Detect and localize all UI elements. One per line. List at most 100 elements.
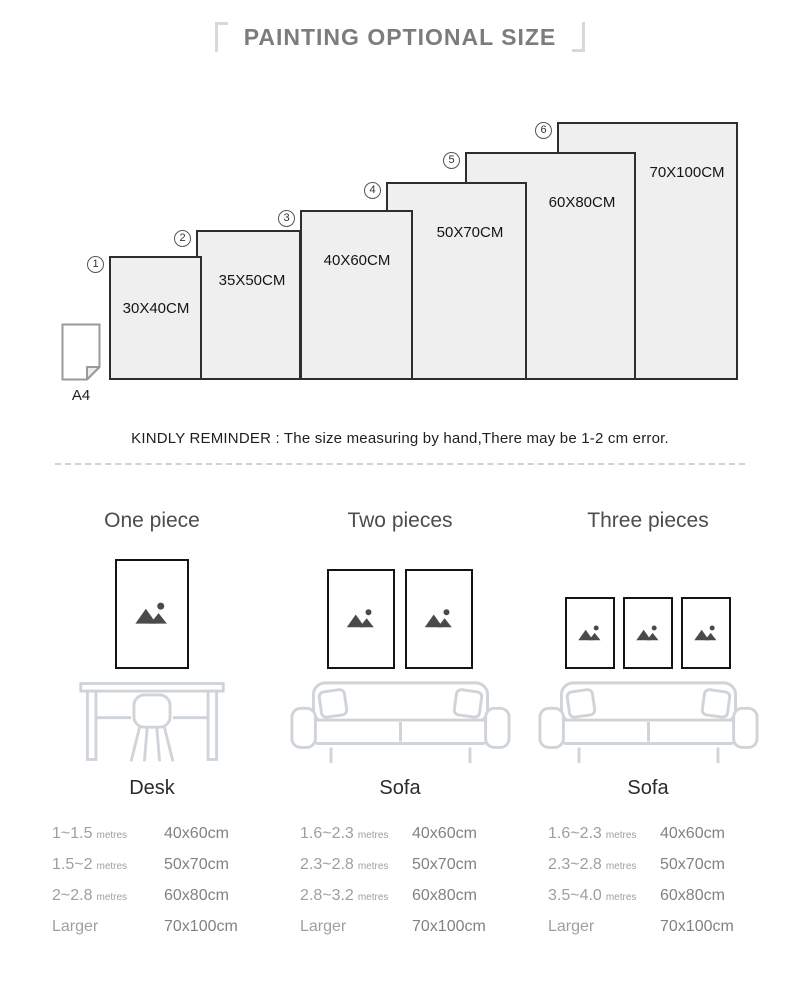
range-unit: metres xyxy=(605,830,637,841)
range-value: 3.5~4.0 xyxy=(548,887,602,904)
recommended-size: 50x70cm xyxy=(660,856,725,873)
picture-frame xyxy=(565,597,615,669)
furniture-label: Desk xyxy=(129,777,175,799)
a4-reference: A4 xyxy=(58,323,104,404)
recommended-size: 50x70cm xyxy=(164,856,229,873)
range-value: Larger xyxy=(52,918,99,935)
size-rect-2 xyxy=(196,230,301,380)
image-placeholder-icon xyxy=(575,623,605,644)
sofa-icon xyxy=(288,675,513,769)
range-unit: metres xyxy=(96,861,128,872)
range-value: 2.3~2.8 xyxy=(548,856,602,873)
size-label-5: 60X80CM xyxy=(548,194,616,211)
size-label-6: 70X100CM xyxy=(649,164,725,181)
range-value: 1.6~2.3 xyxy=(300,825,354,842)
range-unit: metres xyxy=(605,892,637,903)
recommended-size: 60x80cm xyxy=(164,887,229,904)
wall-range: Larger xyxy=(52,917,164,939)
range-value: 1.5~2 xyxy=(52,856,93,873)
page-title: PAINTING OPTIONAL SIZE xyxy=(243,23,557,50)
range-unit: metres xyxy=(96,830,128,841)
wall-range: Larger xyxy=(300,917,412,939)
picture-frame xyxy=(681,597,731,669)
section-heading: Two pieces xyxy=(347,509,453,532)
a4-paper-icon xyxy=(61,323,101,381)
image-placeholder-icon xyxy=(691,623,721,644)
section-heading: Three pieces xyxy=(587,509,709,532)
size-rect-1 xyxy=(109,256,202,380)
picture-frame xyxy=(405,569,473,669)
image-placeholder-icon xyxy=(421,606,457,632)
picture-frame xyxy=(623,597,673,669)
frame-row xyxy=(565,555,731,669)
range-unit: metres xyxy=(357,892,389,903)
recommended-size: 50x70cm xyxy=(412,856,477,873)
size-label-2: 35X50CM xyxy=(218,272,286,289)
a4-label: A4 xyxy=(71,387,91,404)
furniture-label: Sofa xyxy=(627,777,669,799)
range-value: 2.8~3.2 xyxy=(300,887,354,904)
recommended-size: 70x100cm xyxy=(164,918,238,935)
furniture-illustration xyxy=(288,673,513,769)
range-unit: metres xyxy=(357,830,389,841)
furniture-illustration xyxy=(76,673,228,769)
header: PAINTING OPTIONAL SIZE xyxy=(0,0,800,52)
circled-number-1: 1 xyxy=(87,256,104,273)
image-placeholder-icon xyxy=(131,599,173,629)
range-value: Larger xyxy=(300,918,347,935)
size-label-4: 50X70CM xyxy=(436,224,504,241)
wall-range: Larger xyxy=(548,917,660,939)
range-unit: metres xyxy=(605,861,637,872)
range-value: 1.6~2.3 xyxy=(548,825,602,842)
image-placeholder-icon xyxy=(633,623,663,644)
circled-number-6: 6 xyxy=(535,122,552,139)
furniture-illustration xyxy=(536,673,761,769)
recommended-size: 60x80cm xyxy=(660,887,725,904)
size-row: Larger 70x100cm xyxy=(548,917,748,939)
kindly-reminder-text: KINDLY REMINDER : The size measuring by … xyxy=(131,430,669,447)
range-unit: metres xyxy=(357,861,389,872)
range-unit: metres xyxy=(96,892,128,903)
recommended-size: 40x60cm xyxy=(412,825,477,842)
recommended-size: 70x100cm xyxy=(660,918,734,935)
frame-row xyxy=(327,555,473,669)
recommended-size: 40x60cm xyxy=(660,825,725,842)
desk-icon xyxy=(76,674,228,769)
recommended-size: 40x60cm xyxy=(164,825,229,842)
picture-frame xyxy=(115,559,189,669)
circled-number-3: 3 xyxy=(278,210,295,227)
sofa-icon xyxy=(536,675,761,769)
recommended-size: 70x100cm xyxy=(412,918,486,935)
range-value: Larger xyxy=(548,918,595,935)
recommended-size: 60x80cm xyxy=(412,887,477,904)
size-diagram: 1 2 3 4 5 6 30X40CM 35X50CM 40X60CM 50X7… xyxy=(58,114,748,404)
range-value: 2.3~2.8 xyxy=(300,856,354,873)
size-label-1: 30X40CM xyxy=(122,300,190,317)
image-placeholder-icon xyxy=(343,606,379,632)
circled-number-5: 5 xyxy=(443,152,460,169)
range-value: 2~2.8 xyxy=(52,887,93,904)
circled-number-2: 2 xyxy=(174,230,191,247)
